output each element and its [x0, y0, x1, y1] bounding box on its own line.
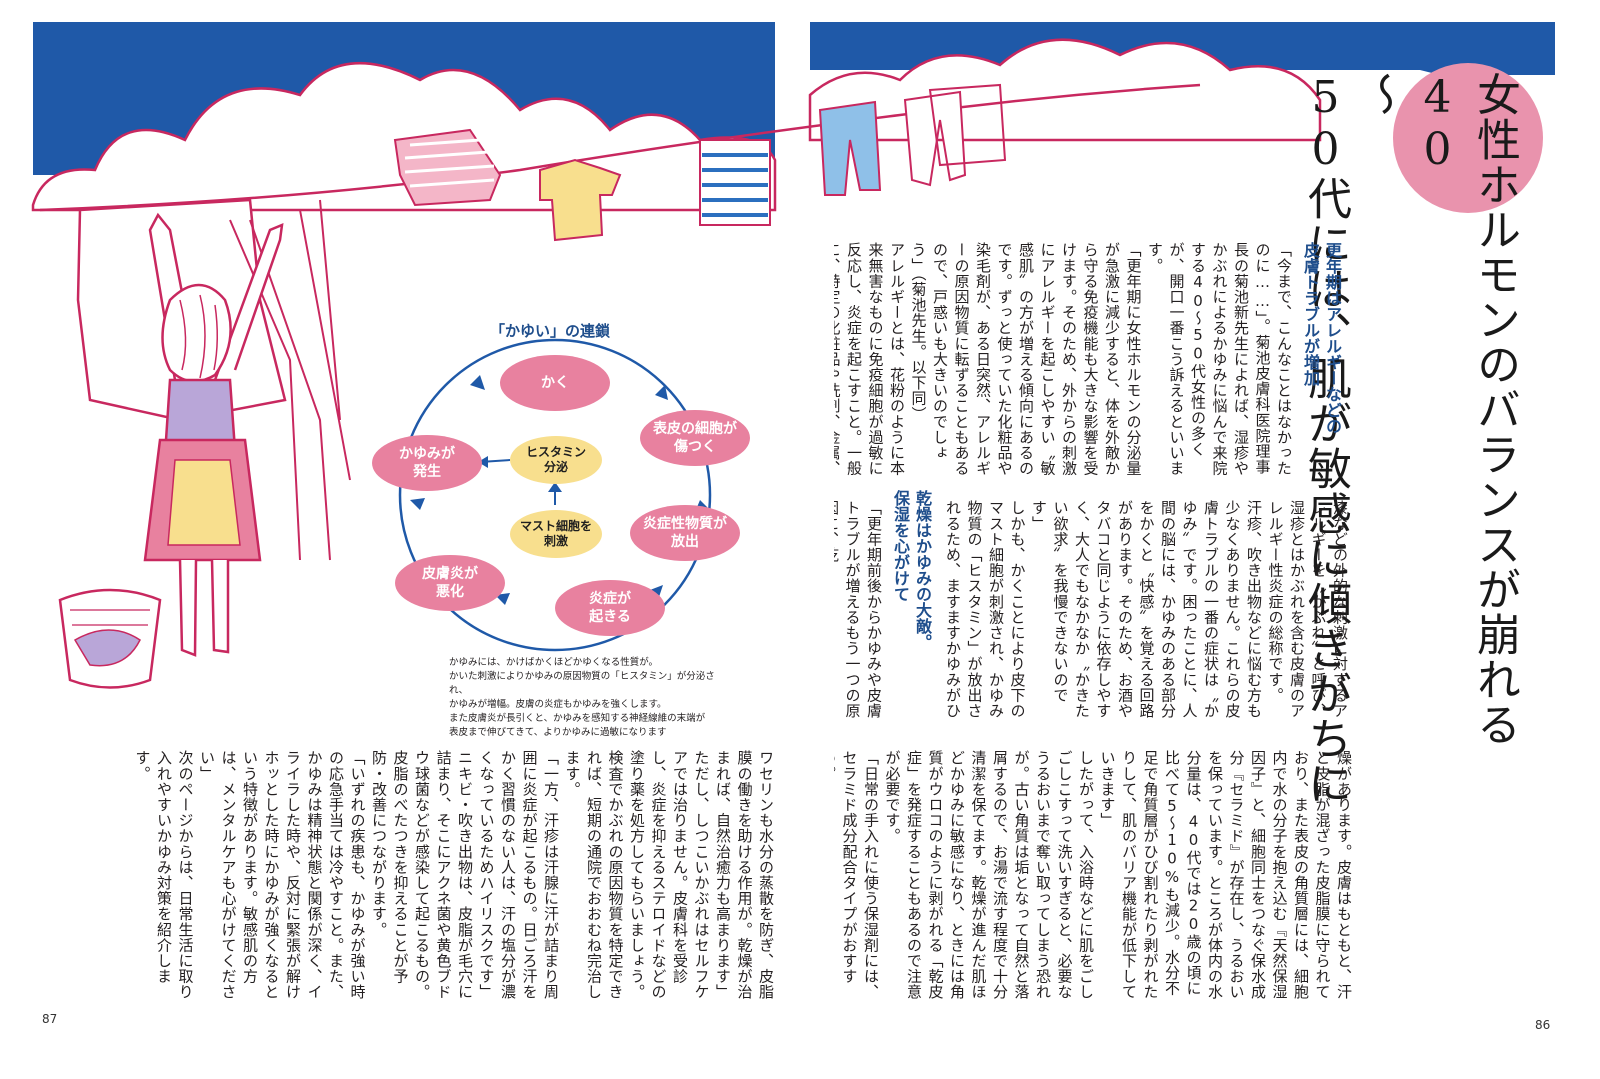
body-left-upper: 「今まで、こんなことはなかったのに……」。菊池皮膚科医院理事長の菊池新先生によれ…: [834, 242, 1293, 476]
diagram-caption: かゆみには、かけばかくほどかゆくなる性質が。 かいた刺激によりかゆみの原因物質の…: [449, 657, 715, 738]
body-right-upper-b: 「更年期前後からかゆみや皮膚トラブルが増えるもう一つの原因に、乾: [834, 500, 883, 719]
title-line-left: 40 〜 50代には、肌が敏感に傾きがちに: [1300, 72, 1463, 806]
node-ensho-okiru: 炎症が 起きる: [555, 580, 665, 636]
heading-allergy: 更年期はアレルギーなどの 皮膚トラブルが増加: [1301, 242, 1342, 434]
title-line-right: 女性ホルモンのバランスが崩れる: [1469, 72, 1520, 747]
node-kayumi: かゆみが 発生: [372, 435, 482, 491]
node-hifuen: 皮膚炎が 悪化: [395, 555, 505, 611]
pink-towel: [393, 128, 502, 207]
page-number-right: 86: [1535, 1018, 1551, 1032]
laundry-basket: [58, 588, 162, 689]
hanging-lines: [229, 199, 351, 561]
woman-figure: [143, 212, 284, 657]
node-kaku: かく: [500, 355, 610, 411]
body-right-lower: 燥があります。皮膚はもともと、汗と皮脂が混ざった皮脂膜に守られており、また表皮の…: [834, 750, 1353, 1000]
cloth-right: [903, 90, 967, 187]
jeans: [818, 100, 882, 196]
node-histamine: ヒスタミン 分泌: [510, 436, 602, 484]
title-accent-circle: [1393, 63, 1543, 213]
node-mast: マスト細胞を 刺激: [510, 510, 602, 558]
cycle-ring: [398, 338, 712, 652]
page-number-left: 87: [42, 1012, 58, 1026]
node-ensho-busshitsu: 炎症性物質が 放出: [630, 505, 740, 561]
body-left-lower: ワセリンも水分の蒸散を防ぎ、皮脂膜の働きを助ける作用が。乾燥が治まれば、自然治癒…: [133, 750, 776, 1000]
yellow-shirt: [539, 158, 622, 242]
blue-towel: [699, 139, 771, 226]
clothesline: [39, 83, 1201, 212]
body-right-upper: 漆などの外的な刺激に対するアレルギーを〝かぶれ〟と呼び、湿疹とはかぶれを含む皮膚…: [940, 500, 1349, 719]
node-hyohi: 表皮の細胞が 傷つく: [640, 410, 750, 466]
heading-dryness: 乾燥はかゆみの大敵。 保湿を心がけて: [891, 490, 932, 650]
diagram-title: 「かゆい」の連鎖: [490, 322, 611, 340]
